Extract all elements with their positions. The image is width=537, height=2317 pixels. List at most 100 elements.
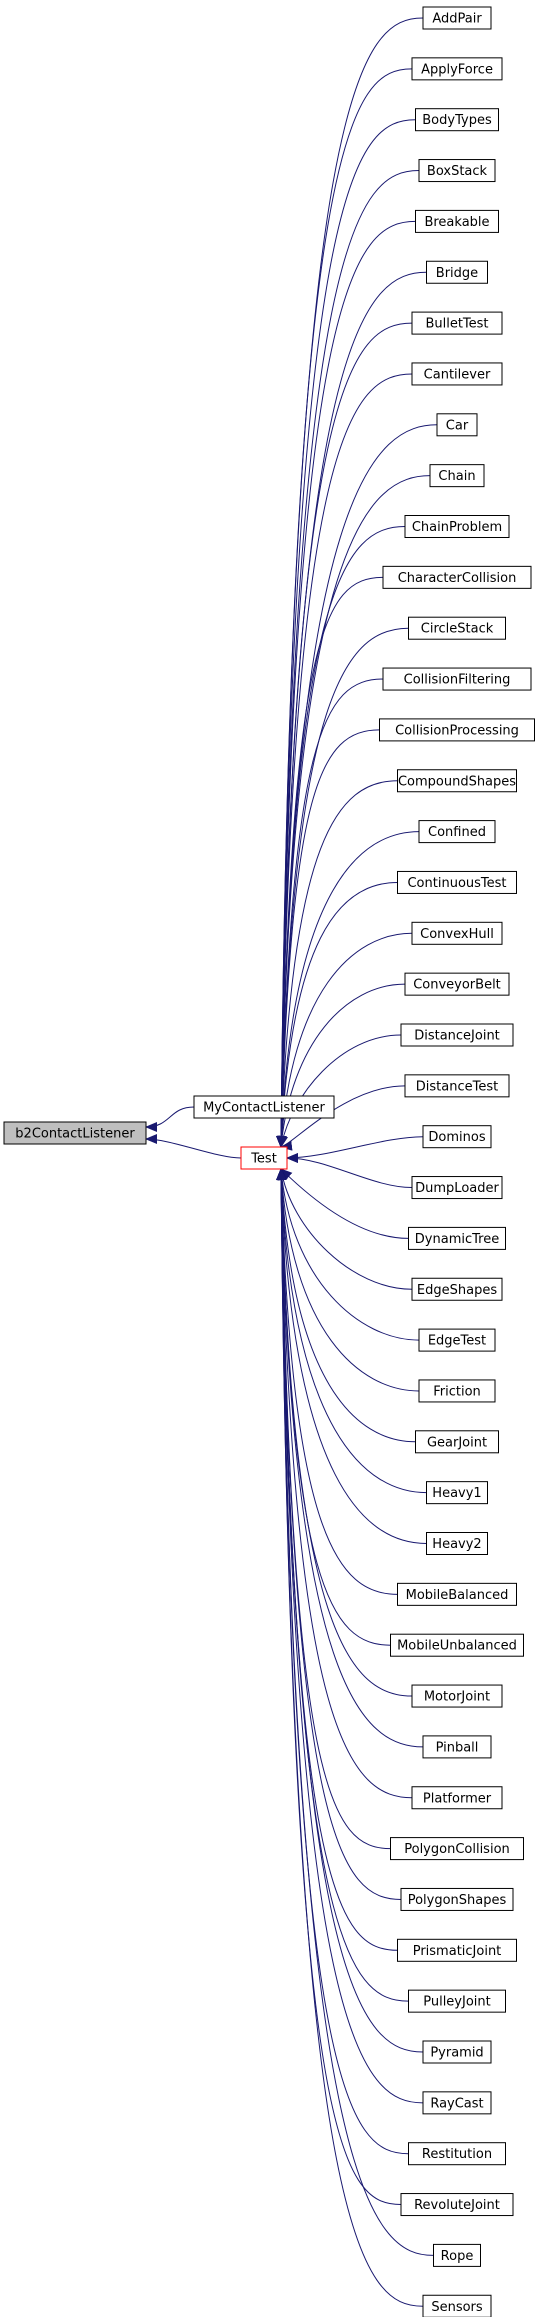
edge-circle-stack-to-test — [276, 627, 409, 1148]
node-test[interactable]: Test — [240, 1146, 288, 1170]
node-label: PolygonCollision — [404, 1842, 510, 1857]
node-confined[interactable]: Confined — [418, 820, 496, 844]
node-circle-stack[interactable]: CircleStack — [408, 616, 506, 640]
node-box — [433, 2243, 481, 2267]
node-label: Heavy2 — [432, 1537, 481, 1552]
edge-continuous-test-to-test — [276, 881, 398, 1148]
node-label: MotorJoint — [424, 1690, 490, 1705]
node-mobile-balanced[interactable]: MobileBalanced — [397, 1582, 517, 1606]
node-label: Cantilever — [424, 367, 491, 382]
node-heavy1[interactable]: Heavy1 — [426, 1481, 488, 1505]
edge-dominos-to-test — [286, 1136, 424, 1163]
edge-heavy2-to-test — [276, 1168, 427, 1544]
node-edge-shapes[interactable]: EdgeShapes — [411, 1277, 503, 1301]
node-body-types[interactable]: BodyTypes — [415, 108, 499, 132]
edge-conveyor-belt-to-test — [277, 983, 406, 1148]
node-chain-problem[interactable]: ChainProblem — [404, 515, 510, 538]
node-character-collision[interactable]: CharacterCollision — [382, 565, 532, 589]
edge-body-types-to-test — [276, 119, 416, 1148]
node-gear-joint[interactable]: GearJoint — [415, 1430, 499, 1454]
edge-bullet-test-to-test — [276, 322, 413, 1148]
edge-gear-joint-to-test — [276, 1168, 416, 1443]
node-box — [379, 718, 535, 742]
node-label: MobileUnbalanced — [397, 1639, 517, 1654]
edge-motor-joint-to-test — [276, 1168, 413, 1697]
node-box — [422, 2040, 492, 2064]
node-ray-cast[interactable]: RayCast — [422, 2091, 492, 2115]
node-label: Breakable — [424, 215, 489, 230]
node-pulley-joint[interactable]: PulleyJoint — [408, 1989, 506, 2013]
node-label: Test — [250, 1152, 277, 1167]
node-box — [426, 1532, 488, 1555]
node-pyramid[interactable]: Pyramid — [422, 2040, 492, 2064]
node-distance-test[interactable]: DistanceTest — [404, 1074, 510, 1098]
node-box — [418, 1379, 496, 1403]
node-label: DistanceTest — [416, 1079, 498, 1094]
node-apply-force[interactable]: ApplyForce — [411, 57, 503, 81]
node-box — [418, 159, 496, 183]
node-polygon-shapes[interactable]: PolygonShapes — [400, 1887, 514, 1911]
node-label: DistanceJoint — [414, 1029, 500, 1044]
node-my-contact-listener[interactable]: MyContactListener — [193, 1095, 335, 1119]
node-convex-hull[interactable]: ConvexHull — [411, 921, 503, 945]
node-box — [400, 2193, 514, 2217]
node-box — [408, 616, 506, 640]
node-label: BoxStack — [427, 164, 488, 179]
node-box — [404, 1074, 510, 1098]
edge-compound-shapes-to-test — [276, 780, 398, 1148]
node-add-pair[interactable]: AddPair — [422, 6, 492, 30]
node-car[interactable]: Car — [436, 413, 478, 437]
node-bridge[interactable]: Bridge — [426, 260, 488, 284]
node-friction[interactable]: Friction — [418, 1379, 496, 1403]
node-mobile-unbalanced[interactable]: MobileUnbalanced — [390, 1633, 524, 1657]
node-chain[interactable]: Chain — [429, 464, 485, 488]
node-continuous-test[interactable]: ContinuousTest — [397, 870, 517, 894]
edge-apply-force-to-test — [276, 68, 413, 1148]
edge-edge-shapes-to-test — [277, 1168, 413, 1290]
node-heavy2[interactable]: Heavy2 — [426, 1532, 488, 1555]
node-collision-filtering[interactable]: CollisionFiltering — [382, 667, 532, 691]
edge-cantilever-to-test — [276, 373, 413, 1148]
node-collision-processing[interactable]: CollisionProcessing — [379, 718, 535, 742]
node-prismatic-joint[interactable]: PrismaticJoint — [397, 1938, 517, 1962]
node-rope[interactable]: Rope — [433, 2243, 481, 2267]
node-distance-joint[interactable]: DistanceJoint — [400, 1023, 514, 1047]
node-sensors[interactable]: Sensors — [422, 2294, 492, 2317]
node-box — [3, 1121, 147, 1145]
node-label: Bridge — [436, 266, 478, 281]
node-box — [422, 1125, 492, 1149]
node-label: Platformer — [423, 1791, 492, 1806]
node-box — [400, 1023, 514, 1047]
edge-character-collision-to-test — [276, 576, 384, 1148]
node-conveyor-belt[interactable]: ConveyorBelt — [404, 972, 510, 996]
node-revolute-joint[interactable]: RevoluteJoint — [400, 2193, 514, 2217]
node-box-stack[interactable]: BoxStack — [418, 159, 496, 183]
node-label: Rope — [441, 2249, 474, 2264]
node-label: ChainProblem — [412, 520, 502, 535]
node-label: RevoluteJoint — [414, 2198, 500, 2213]
node-dynamic-tree[interactable]: DynamicTree — [408, 1226, 506, 1250]
node-polygon-collision[interactable]: PolygonCollision — [390, 1837, 524, 1861]
node-breakable[interactable]: Breakable — [415, 209, 499, 233]
node-edge-test[interactable]: EdgeTest — [418, 1328, 496, 1352]
node-label: PrismaticJoint — [413, 1944, 502, 1959]
edge-friction-to-test — [276, 1168, 420, 1392]
node-label: DumpLoader — [415, 1181, 499, 1196]
node-motor-joint[interactable]: MotorJoint — [411, 1684, 503, 1708]
node-cantilever[interactable]: Cantilever — [411, 362, 503, 386]
node-bullet-test[interactable]: BulletTest — [411, 311, 503, 335]
node-box — [411, 362, 503, 386]
node-label: GearJoint — [427, 1435, 487, 1450]
node-restitution[interactable]: Restitution — [408, 2142, 506, 2166]
node-label: ApplyForce — [421, 62, 493, 77]
node-dump-loader[interactable]: DumpLoader — [411, 1176, 503, 1200]
node-box — [429, 464, 485, 488]
node-pinball[interactable]: Pinball — [422, 1735, 492, 1759]
node-compound-shapes[interactable]: CompoundShapes — [397, 769, 517, 793]
node-platformer[interactable]: Platformer — [411, 1786, 503, 1810]
node-b2-contact-listener[interactable]: b2ContactListener — [3, 1121, 147, 1145]
node-box — [436, 413, 478, 437]
edge-pulley-joint-to-test — [276, 1168, 409, 2002]
node-dominos[interactable]: Dominos — [422, 1125, 492, 1149]
